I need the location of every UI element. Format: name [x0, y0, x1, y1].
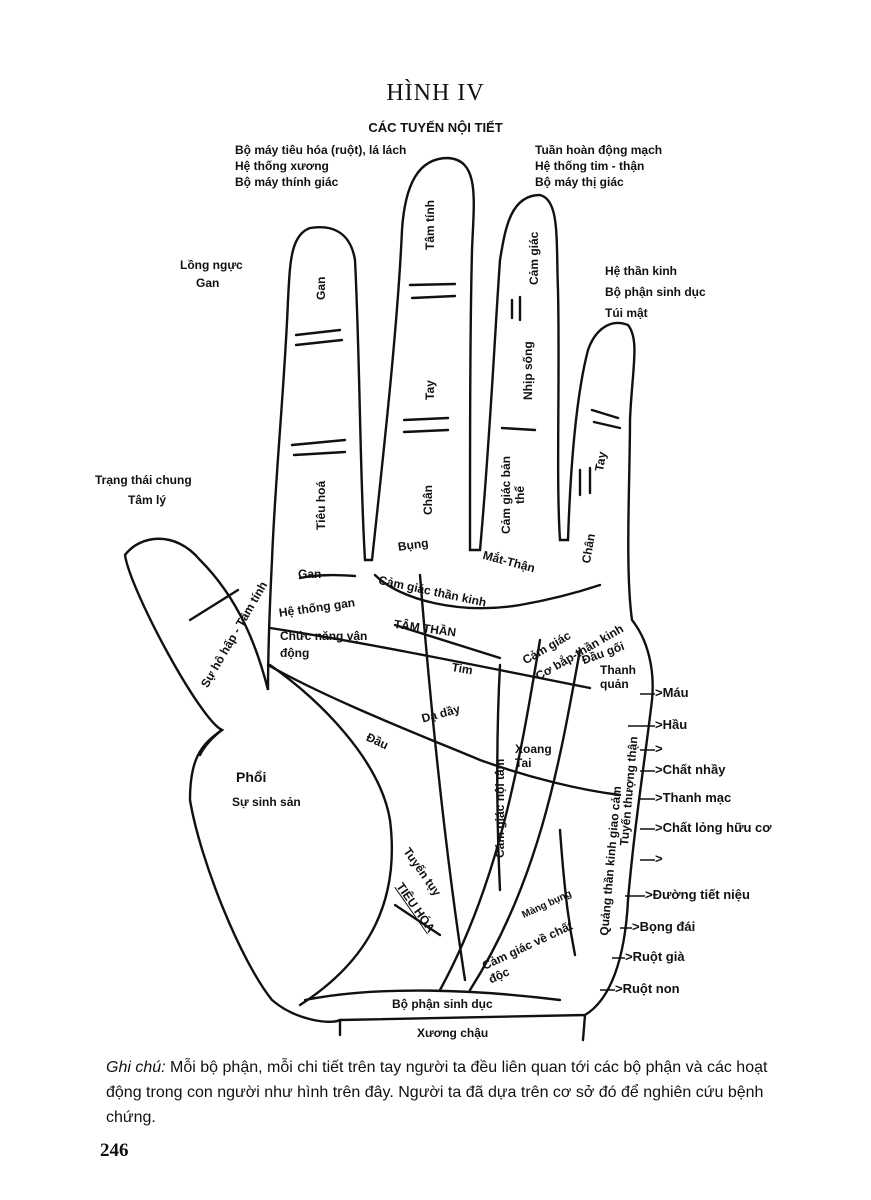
- finger-middle-bottom: Chân: [421, 485, 435, 515]
- palm-lung: Phổi: [236, 769, 267, 785]
- finger-middle-top: Tâm tính: [423, 200, 437, 250]
- finger-index-top: Gan: [314, 276, 328, 300]
- arrow-blood: >Máu: [655, 685, 689, 700]
- palm-genitals: Bộ phận sinh dục: [392, 997, 493, 1011]
- arrow-organic-fluid: >Chất lỏng hữu cơ: [655, 820, 772, 835]
- arrow-bladder: >Bọng đái: [632, 919, 696, 934]
- arrow-mucus: >Chất nhầy: [655, 762, 726, 777]
- caption-lead: Ghi chú:: [106, 1059, 166, 1076]
- hand-outline: [123, 156, 654, 1023]
- label-nervous: Hệ thần kinh: [605, 264, 678, 278]
- finger-ring-bottom: Cảm giác bản thể: [499, 455, 527, 535]
- palm-ear-canal: Xoang Tai: [515, 742, 552, 770]
- label-vision: Bộ máy thị giác: [535, 175, 624, 189]
- label-gallbladder: Túi mật: [605, 306, 648, 320]
- label-heart-kidney: Hệ thống tim - thận: [535, 159, 645, 173]
- label-liver-left: Gan: [196, 276, 220, 290]
- label-general-state: Trạng thái chung: [95, 473, 192, 487]
- finger-ring-top: Cảm giác: [527, 231, 541, 285]
- label-psychology: Tâm lý: [128, 493, 167, 507]
- palm-gan: Gan: [298, 567, 322, 581]
- label-chest: Lồng ngực: [180, 258, 243, 272]
- label-skeleton: Hệ thống xương: [235, 159, 329, 173]
- label-genital-right: Bộ phận sinh dục: [605, 285, 706, 299]
- palm-reproduction: Sự sinh sản: [232, 795, 301, 809]
- finger-index-bottom: Tiêu hoá: [314, 480, 328, 530]
- finger-middle-mid: Tay: [423, 380, 437, 400]
- arrow-urinary: >Đường tiết niệu: [645, 887, 750, 902]
- palm-larynx: Thanh quản: [600, 663, 636, 691]
- arrow-blank-2: >: [655, 851, 663, 866]
- palm-pelvis: Xương chậu: [417, 1026, 489, 1040]
- palm-motor-function: Chức năng vận động: [280, 629, 368, 660]
- label-arterial: Tuần hoàn động mạch: [535, 143, 663, 157]
- figure-title: HÌNH IV: [386, 80, 485, 106]
- label-hearing: Bộ máy thính giác: [235, 175, 339, 189]
- arrow-small-intestine: >Ruột non: [615, 981, 680, 996]
- finger-ring-mid: Nhịp sống: [521, 341, 535, 400]
- page-number: 246: [100, 1140, 129, 1161]
- arrow-pharynx: >Hầu: [655, 717, 688, 732]
- arrow-serosa: >Thanh mạc: [655, 790, 732, 805]
- figure-subtitle: CÁC TUYẾN NỘI TIẾT: [368, 120, 503, 135]
- arrow-blank-1: >: [655, 741, 663, 756]
- palm-inner-feeling: Cảm giác nội tâm: [493, 758, 507, 858]
- label-digestive: Bộ máy tiêu hóa (ruột), lá lách: [235, 143, 407, 157]
- caption-text: Mỗi bộ phận, mỗi chi tiết trên tay người…: [106, 1059, 768, 1126]
- caption: Ghi chú: Mỗi bộ phận, mỗi chi tiết trên …: [106, 1055, 796, 1130]
- arrow-large-intestine: >Ruột già: [625, 949, 685, 964]
